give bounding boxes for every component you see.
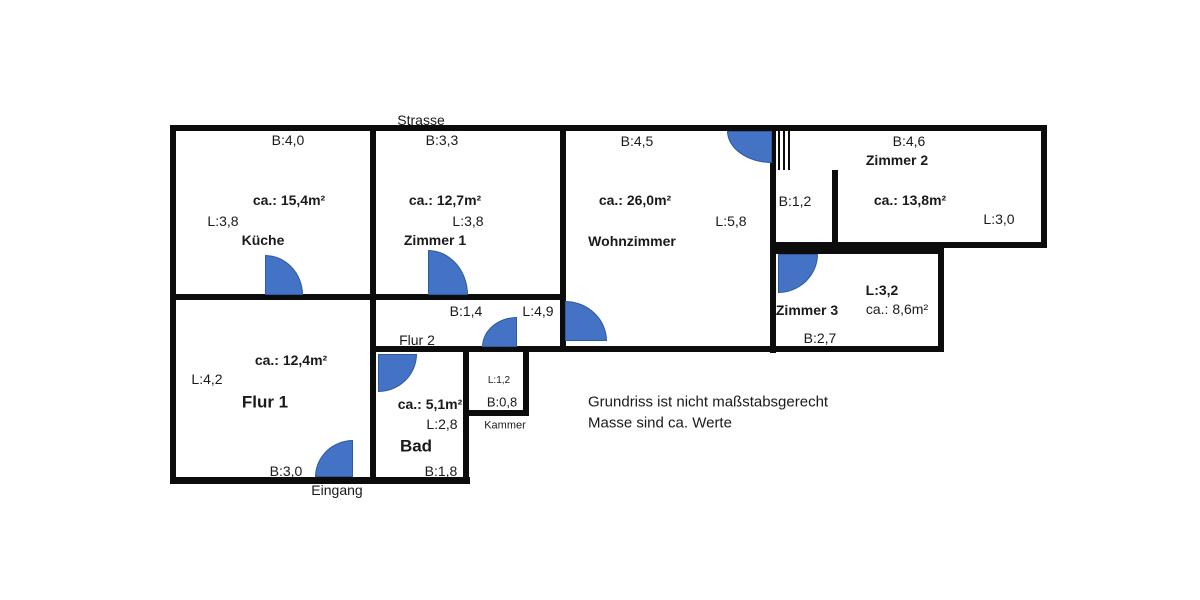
- flur2-name-label: Flur 2: [399, 332, 435, 348]
- disclaimer-line-1: Grundriss ist nicht maßstabsgerecht: [588, 393, 829, 411]
- wall-center-bottom: [370, 346, 944, 352]
- door-arc-kammer: [482, 317, 517, 347]
- door-arc-eingang: [315, 440, 353, 477]
- wall-nische-zimmer2-divider: [832, 170, 838, 248]
- door-arc-wohnzimmer-top: [727, 131, 772, 163]
- entrance-label: Eingang: [311, 482, 363, 498]
- wall-wohnzimmer-right: [770, 125, 776, 353]
- wohnzimmer-laenge-label: L:5,8: [715, 213, 747, 229]
- wall-right-outer: [1041, 125, 1047, 248]
- wall-kueche-zimmer1-divider: [370, 125, 376, 484]
- street-label: Strasse: [397, 112, 445, 128]
- wohnzimmer-breite-label: B:4,5: [620, 133, 654, 149]
- zimmer1-breite-label: B:3,3: [425, 132, 459, 148]
- wall-top-outer: [170, 125, 1047, 131]
- flur1-laenge-label: L:4,2: [191, 371, 223, 387]
- kueche-breite-label: B:4,0: [271, 132, 305, 148]
- wohnzimmer-name-label: Wohnzimmer: [588, 233, 676, 249]
- window-hatch-line-3: [788, 131, 790, 170]
- wall-bad-right: [463, 346, 469, 484]
- disclaimer-line-2: Masse sind ca. Werte: [588, 414, 732, 432]
- flur2-breite-label: B:1,4: [449, 303, 483, 319]
- wall-north-rooms-bottom: [170, 294, 566, 300]
- wall-zimmer2-bottom: [770, 242, 1047, 248]
- window-hatch-line-1: [778, 131, 780, 170]
- kueche-area-label: ca.: 15,4m²: [252, 192, 326, 208]
- wall-kammer-right: [523, 346, 529, 416]
- door-arc-flur2-wohnzimmer: [565, 301, 607, 341]
- bad-breite-label: B:1,8: [424, 463, 458, 479]
- door-arc-bad: [378, 354, 417, 392]
- kueche-name-label: Küche: [241, 232, 285, 248]
- zimmer3-area-label: ca.: 8,6m²: [865, 301, 929, 317]
- door-arc-zimmer1: [428, 250, 468, 295]
- kammer-name-label: Kammer: [484, 419, 526, 432]
- wall-kammer-bottom: [466, 410, 529, 416]
- wohnzimmer-area-label: ca.: 26,0m²: [598, 192, 672, 208]
- zimmer3-laenge-label: L:3,2: [865, 282, 899, 298]
- zimmer1-laenge-label: L:3,8: [452, 213, 484, 229]
- zimmer2-breite-label: B:4,6: [892, 133, 926, 149]
- wall-bottom-outer: [170, 477, 470, 484]
- kammer-breite-label: B:0,8: [486, 394, 518, 410]
- zimmer1-area-label: ca.: 12,7m²: [408, 192, 482, 208]
- zimmer2-name-label: Zimmer 2: [865, 152, 929, 168]
- flur1-area-label: ca.: 12,4m²: [254, 352, 328, 368]
- flur2-laenge-label: L:4,9: [522, 303, 554, 319]
- wall-zimmer1-wohnzimmer-divider: [560, 125, 566, 352]
- flur1-breite-label: B:3,0: [269, 463, 303, 479]
- bad-area-label: ca.: 5,1m²: [397, 396, 463, 412]
- zimmer3-breite-label: B:2,7: [803, 330, 837, 346]
- zimmer2-laenge-label: L:3,0: [983, 211, 1015, 227]
- zimmer1-name-label: Zimmer 1: [403, 232, 467, 248]
- nische-breite-label: B:1,2: [778, 193, 812, 209]
- kueche-laenge-label: L:3,8: [207, 213, 239, 229]
- door-arc-kueche: [265, 255, 303, 295]
- flur1-name-label: Flur 1: [241, 392, 289, 412]
- bad-name-label: Bad: [399, 436, 433, 456]
- window-hatch-line-2: [783, 131, 785, 170]
- wall-zimmer3-right: [938, 242, 944, 352]
- bad-laenge-label: L:2,8: [426, 416, 458, 432]
- wall-left-outer: [170, 125, 176, 484]
- kammer-laenge-label: L:1,2: [487, 375, 511, 386]
- zimmer3-name-label: Zimmer 3: [775, 302, 839, 318]
- zimmer2-area-label: ca.: 13,8m²: [873, 192, 947, 208]
- wall-zimmer3-top: [770, 248, 944, 254]
- door-arc-zimmer3: [778, 254, 818, 293]
